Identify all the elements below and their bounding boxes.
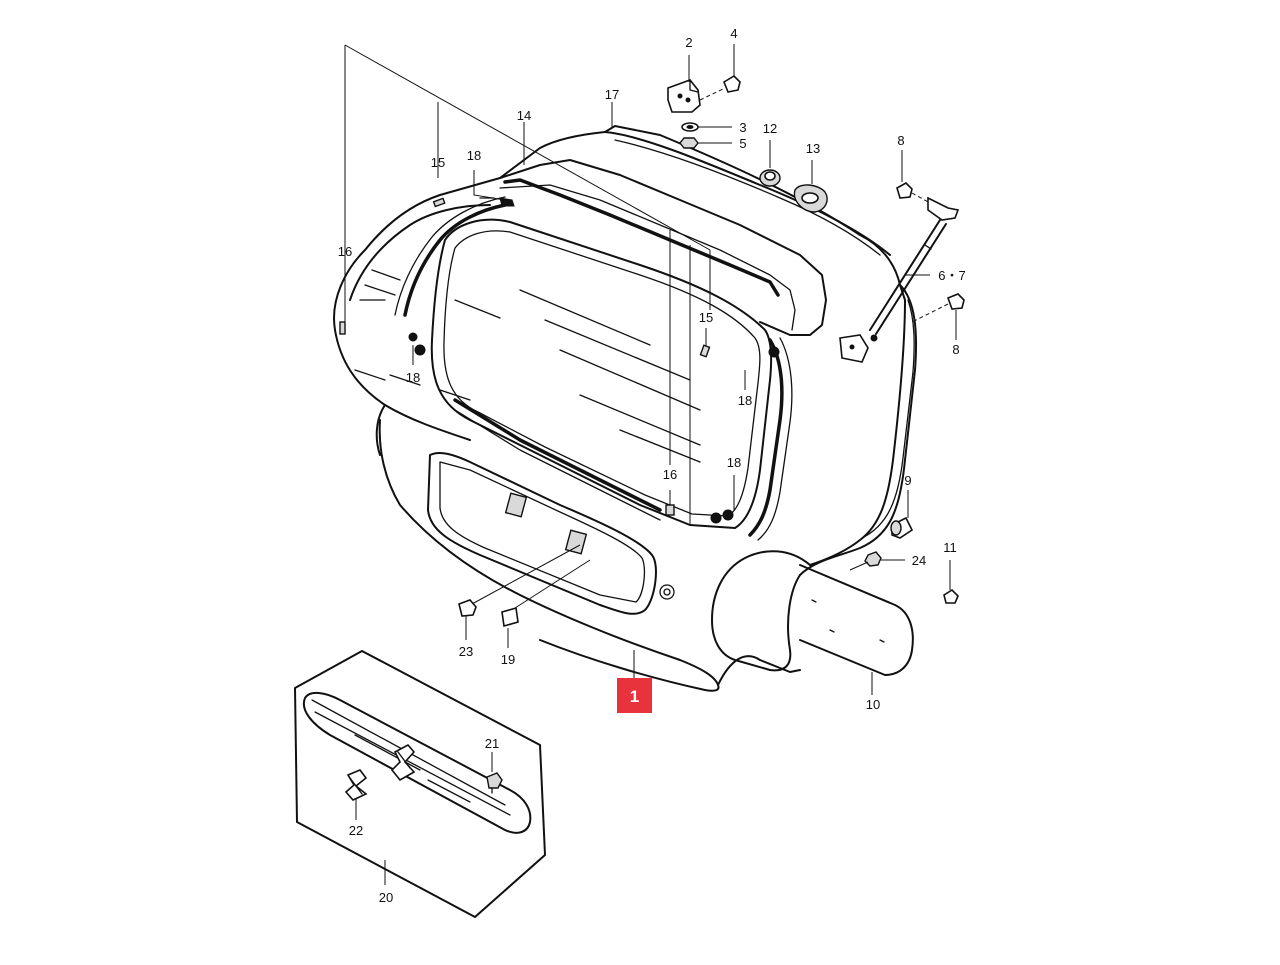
label-part-14: 14	[517, 108, 531, 123]
clip-11	[943, 560, 959, 604]
label-part-17: 17	[605, 87, 619, 102]
plug-13	[793, 160, 828, 213]
callout-number: 1	[630, 687, 639, 706]
callout-part-1[interactable]: 1	[617, 678, 652, 713]
label-part-10: 10	[866, 697, 880, 712]
grommet-12	[759, 140, 781, 187]
label-part-13: 13	[806, 141, 820, 156]
label-part-3: 3	[739, 120, 746, 135]
label-part-8-top: 8	[897, 133, 904, 148]
label-part-15-left: 15	[431, 155, 445, 170]
label-part-19: 19	[501, 652, 515, 667]
weatherstrip	[711, 284, 918, 672]
nut-5	[679, 137, 732, 149]
nut-24	[849, 551, 905, 571]
bolt-4	[723, 44, 741, 93]
label-part-9: 9	[904, 473, 911, 488]
bump-stop-9	[890, 490, 914, 539]
bolt-8-top	[896, 150, 931, 204]
fastener-markers	[339, 197, 780, 524]
bolt-23	[458, 599, 477, 617]
back-door-panel	[333, 125, 906, 692]
label-part-6-7: 6・7	[938, 268, 965, 283]
label-part-16-left: 16	[338, 244, 352, 259]
label-part-4: 4	[730, 26, 737, 41]
label-part-16-right: 16	[663, 467, 677, 482]
rear-glass	[349, 196, 793, 541]
label-part-15-right: 15	[699, 310, 713, 325]
callout-badge[interactable]	[617, 678, 652, 713]
leader-lines	[344, 44, 746, 885]
washer-3	[681, 122, 732, 132]
label-part-5: 5	[739, 136, 746, 151]
label-part-20: 20	[379, 890, 393, 905]
label-part-21: 21	[485, 736, 499, 751]
bolt-8-bottom	[911, 293, 965, 340]
label-part-18-left: 18	[406, 370, 420, 385]
gas-strut-6-7	[839, 196, 960, 363]
label-part-18-right: 18	[738, 393, 752, 408]
trim-board-10	[799, 564, 914, 695]
hinge-2	[667, 55, 726, 113]
label-part-12: 12	[763, 121, 777, 136]
label-part-18-lower: 18	[727, 455, 741, 470]
label-part-24: 24	[912, 553, 926, 568]
label-part-18-top: 18	[467, 148, 481, 163]
garnish-inset-20	[294, 650, 546, 918]
label-part-11: 11	[943, 540, 957, 555]
pad-19	[501, 606, 519, 628]
part-number-labels: 2 4 3 5 17 14 12 13 8 6・7 8 15 18 16 15 …	[338, 26, 966, 905]
label-part-22: 22	[349, 823, 363, 838]
label-part-8-bottom: 8	[952, 342, 959, 357]
label-part-2: 2	[685, 35, 692, 50]
label-part-23: 23	[459, 644, 473, 659]
